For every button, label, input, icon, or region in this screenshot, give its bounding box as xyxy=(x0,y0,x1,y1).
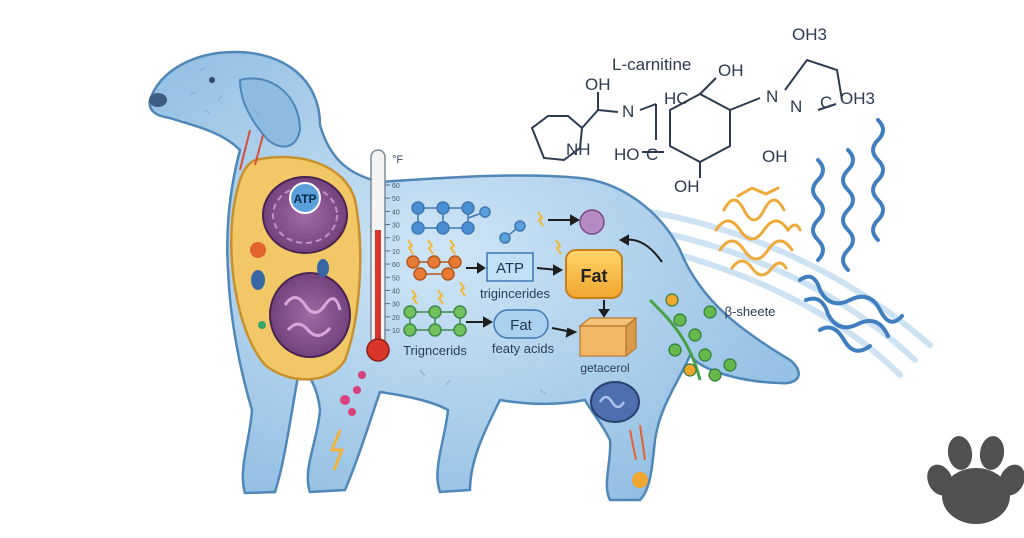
flow-arrows xyxy=(466,214,663,338)
thermometer-tick-label: 30 xyxy=(392,223,400,230)
n-mid-label: N xyxy=(766,87,778,106)
molecule-network-orange xyxy=(406,255,462,281)
energy-bits xyxy=(239,129,648,488)
fat-pill-label: Fat xyxy=(510,317,533,334)
leg-mitochondrion xyxy=(590,381,640,423)
thermometer-tick-label: 40 xyxy=(392,288,400,295)
thermometer-tick-label: 10 xyxy=(392,328,400,335)
thermometer: °F 60 50 40 30 20 10 60 50 40 30 20 10 xyxy=(366,149,403,362)
ho-bottom-label: HO xyxy=(614,145,640,164)
beta-sheete-label: β-sheete xyxy=(725,304,776,319)
oh-left-label: OH xyxy=(585,75,611,94)
trigncerids-label: Trigncerids xyxy=(403,343,467,358)
thermometer-tick-label: 10 xyxy=(392,249,400,256)
chemical-structure xyxy=(530,58,843,178)
c-bottom-label: C xyxy=(646,145,658,164)
l-carnitine-title: L-carnitine xyxy=(612,55,691,74)
n-right-label: N xyxy=(790,97,802,116)
atp-mito-label: ATP xyxy=(293,192,316,206)
getacerol-cube xyxy=(578,316,638,358)
paw-icon xyxy=(927,436,1024,524)
orange-protein xyxy=(714,186,802,277)
thermometer-ticks: 60 50 40 30 20 10 60 50 40 30 20 10 xyxy=(385,183,400,335)
fat-pill: Fat xyxy=(493,309,549,339)
oh-top-label: OH xyxy=(718,61,744,80)
getacerol-label: getacerol xyxy=(580,361,629,375)
cell-diagram: ATP xyxy=(230,155,362,381)
oh3-right-label: OH3 xyxy=(840,89,875,108)
hc-label: HC xyxy=(664,89,689,108)
c-right-label: C xyxy=(820,93,832,112)
fat-box-label: Fat xyxy=(581,266,608,286)
atp-box: ATP xyxy=(486,252,534,282)
oh3-top-label: OH3 xyxy=(792,25,827,44)
atp-box-label: ATP xyxy=(496,260,524,277)
thermometer-unit: °F xyxy=(392,154,403,166)
thermometer-tick-label: 60 xyxy=(392,262,400,269)
thermometer-tick-label: 20 xyxy=(392,236,400,243)
featy-acids-label: featy acids xyxy=(492,341,555,356)
oh-bottom-label: OH xyxy=(674,177,700,196)
fat-box: Fat xyxy=(565,249,623,299)
purple-vesicle xyxy=(579,209,605,235)
blue-protein xyxy=(798,118,904,353)
green-molecule-cluster xyxy=(648,293,737,382)
oh-right-ring-label: OH xyxy=(762,147,788,166)
molecule-network-green xyxy=(403,305,467,337)
nh-ring-label: NH xyxy=(566,140,591,159)
spark-icons xyxy=(407,211,562,305)
thermometer-tick-label: 20 xyxy=(392,315,400,322)
thermometer-tick-label: 50 xyxy=(392,275,400,282)
thermometer-tick-label: 30 xyxy=(392,302,400,309)
chemical-labels: L-carnitine OH N NH HC OH N OH3 N C OH3 … xyxy=(566,25,875,196)
trigincerides-label: trigincerides xyxy=(480,286,551,301)
thermometer-tick-label: 60 xyxy=(392,183,400,190)
thermometer-tick-label: 50 xyxy=(392,196,400,203)
molecule-network-top xyxy=(411,201,526,244)
n-left-label: N xyxy=(622,102,634,121)
thermometer-tick-label: 40 xyxy=(392,209,400,216)
